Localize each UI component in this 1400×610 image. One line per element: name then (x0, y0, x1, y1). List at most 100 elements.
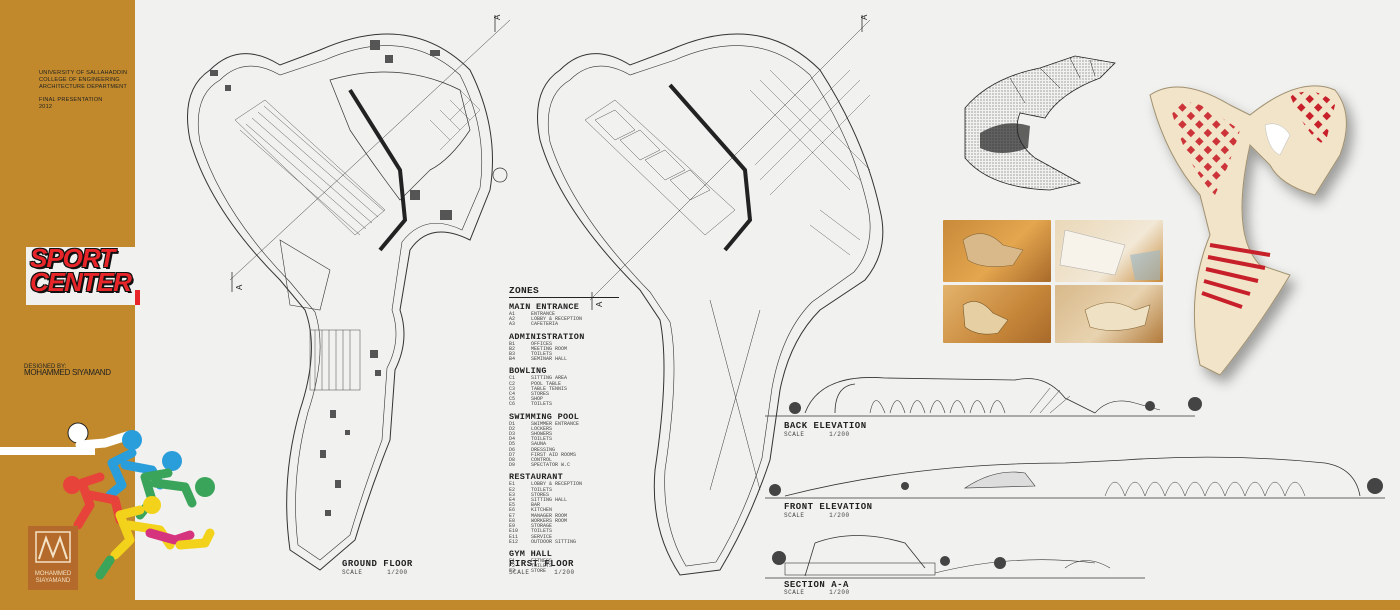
header-line-3: ARCHITECTURE DEPARTMENT (39, 84, 127, 90)
zone-group-title: ADMINISTRATION (509, 331, 585, 342)
zone-item-code: C3 (509, 385, 516, 392)
back-elevation-scale: SCALE 1/200 (784, 431, 850, 438)
ground-floor-plan: A A (187, 14, 511, 571)
logo-line-2: SIAYAMAND (35, 578, 71, 584)
zone-item-code: B4 (509, 356, 516, 363)
zone-item: D8 CONTROL (509, 457, 619, 464)
zone-item-name: CAFETERIA (531, 321, 559, 328)
zone-item-code: E4 (509, 497, 516, 504)
zone-item-code: D2 (509, 425, 516, 432)
section-aa-scale: SCALE 1/200 (784, 589, 850, 596)
zone-item-code: D5 (509, 441, 516, 448)
zone-item: B1 OFFICES (509, 340, 619, 347)
zone-item-code: F2 (509, 563, 516, 570)
zone-item-name: TOILETS (531, 401, 553, 408)
designer-label: DESIGNED BY: (24, 364, 67, 370)
zone-item-code: B2 (509, 345, 516, 352)
zone-item: D6 DRESSING (509, 446, 619, 453)
zone-item: D1 SWIMMER ENTRANCE (509, 420, 619, 427)
section-aa-title: SECTION A-A (784, 580, 849, 590)
zone-item-code: D9 (509, 462, 516, 469)
zone-item-name: LOBBY & RECEPTION (531, 481, 583, 488)
zone-item-code: C1 (509, 375, 516, 382)
zone-item-code: C4 (509, 391, 516, 398)
header-line-2: COLLEGE OF ENGINEERING (39, 77, 120, 83)
zone-item-code: E3 (509, 491, 516, 498)
zone-item-code: F3 (509, 568, 516, 575)
bottom-frame-bar (0, 600, 1400, 610)
zone-item-code: E8 (509, 517, 516, 524)
zone-item-name: DRESSING (531, 446, 556, 453)
zone-item-code: C2 (509, 380, 516, 387)
zone-item-name: TOILETS (531, 436, 553, 443)
zone-item-code: C6 (509, 401, 516, 408)
zone-item-code: D7 (509, 451, 516, 458)
zone-item-code: D6 (509, 446, 516, 453)
ground-floor-label: GROUND FLOOR SCALE 1/200 (342, 559, 413, 576)
zone-item-name: SWIMMER ENTRANCE (531, 420, 580, 427)
zone-item-code: A2 (509, 316, 516, 323)
zone-item-name: STORES (531, 491, 550, 498)
zone-item-name: SHOP (531, 396, 544, 403)
zone-item: C5 SHOP (509, 397, 619, 402)
front-elevation-label: FRONT ELEVATION SCALE 1/200 (784, 502, 873, 519)
zone-group-title: SWIMMING POOL (509, 411, 580, 422)
zone-item-code: A3 (509, 321, 516, 328)
zone-item-code: D8 (509, 457, 516, 464)
first-floor-plan: A A (537, 14, 884, 576)
zone-item-code: F1 (509, 557, 516, 564)
zone-item-code: D1 (509, 420, 516, 427)
zone-item-code: D3 (509, 431, 516, 438)
section-marker-top: A (493, 14, 502, 20)
model-photo-3 (943, 285, 1051, 343)
zone-item-name: STORAGE (531, 523, 553, 530)
zone-group-title: MAIN ENTRANCE (509, 302, 580, 312)
zone-group-title: RESTAURANT (509, 472, 564, 483)
sport-center-title: SPORT CENTER (30, 243, 132, 295)
section-marker-bottom: A (235, 284, 244, 290)
zone-item-name: LOCKERS (531, 425, 553, 432)
designer-credit: DESIGNED BY: MOHAMMED SIYAMAND (24, 364, 111, 377)
presentation-label: FINAL PRESENTATION (39, 97, 103, 103)
zone-item-code: C5 (509, 396, 516, 403)
zone-item-name: MEETING ROOM (531, 345, 568, 352)
zone-item-name: STORES (531, 391, 550, 398)
model-sketch (964, 55, 1116, 191)
zone-item-code: B1 (509, 340, 516, 347)
zone-item: E3 STORES (509, 491, 619, 498)
first-floor-marker-top: A (860, 14, 869, 20)
zone-item-name: BAR (531, 502, 541, 509)
first-floor-title: FIRST FLOOR (509, 559, 574, 569)
zone-item-name: SEMINAR HALL (531, 356, 568, 363)
model-photo-4 (1055, 285, 1163, 343)
zone-item-name: CONTROL (531, 457, 553, 464)
building-logo-icon (35, 531, 71, 563)
zone-item-name: OFFICES (531, 340, 553, 347)
model-shape-icon-2 (962, 301, 1009, 335)
model-photo-1 (943, 220, 1051, 282)
model-shape-icon (962, 233, 1024, 267)
zone-item-name: TOILETS (531, 528, 553, 535)
zone-group-title: GYM HALL (509, 548, 553, 559)
title-line-1: SPORT (30, 243, 115, 273)
zone-item-name: SITTING HALL (531, 497, 568, 504)
